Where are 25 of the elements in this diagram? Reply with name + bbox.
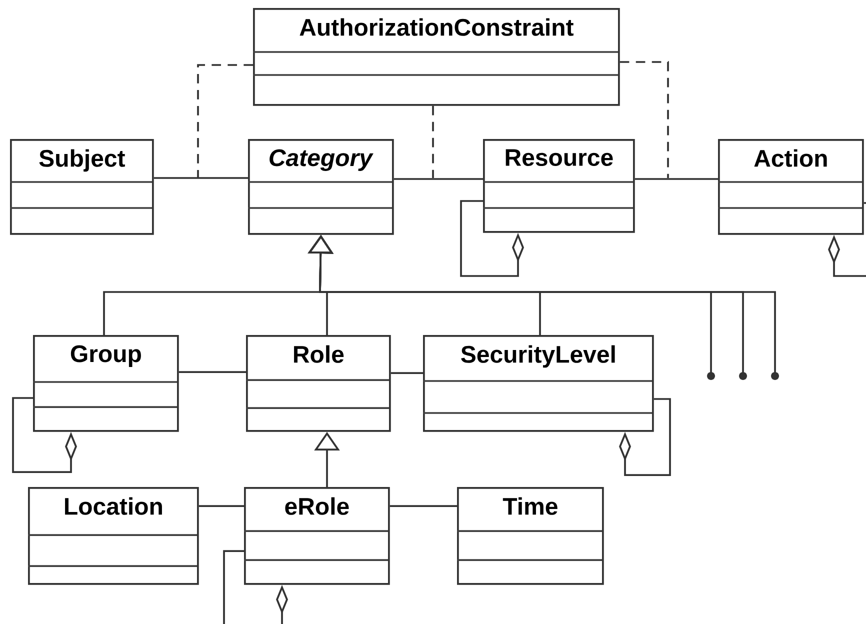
aggregation-loop — [828, 202, 866, 277]
dashed-connector — [432, 106, 434, 178]
class-box: Category — [248, 139, 394, 235]
class-box: Location — [28, 487, 199, 585]
class-box: SecurityLevel — [423, 335, 654, 432]
association-line — [634, 178, 718, 180]
dashed-connector — [197, 64, 253, 178]
association-line — [394, 178, 483, 180]
dashed-connector — [620, 61, 669, 178]
aggregation-loop — [619, 398, 671, 476]
class-box: Group — [33, 335, 179, 432]
association-line — [178, 371, 246, 373]
class-box: AuthorizationConstraint — [253, 8, 620, 106]
association-line — [198, 505, 244, 507]
class-box: eRole — [244, 487, 390, 585]
association-line — [390, 372, 423, 374]
association-line — [154, 177, 248, 179]
class-box: Subject — [10, 139, 154, 235]
class-box: Resource — [483, 139, 635, 233]
class-box: Time — [457, 487, 604, 585]
aggregation-loop — [223, 550, 288, 624]
class-box: Action — [718, 139, 864, 235]
aggregation-loop — [12, 397, 77, 473]
class-box: Role — [246, 335, 391, 432]
association-line — [390, 505, 457, 507]
